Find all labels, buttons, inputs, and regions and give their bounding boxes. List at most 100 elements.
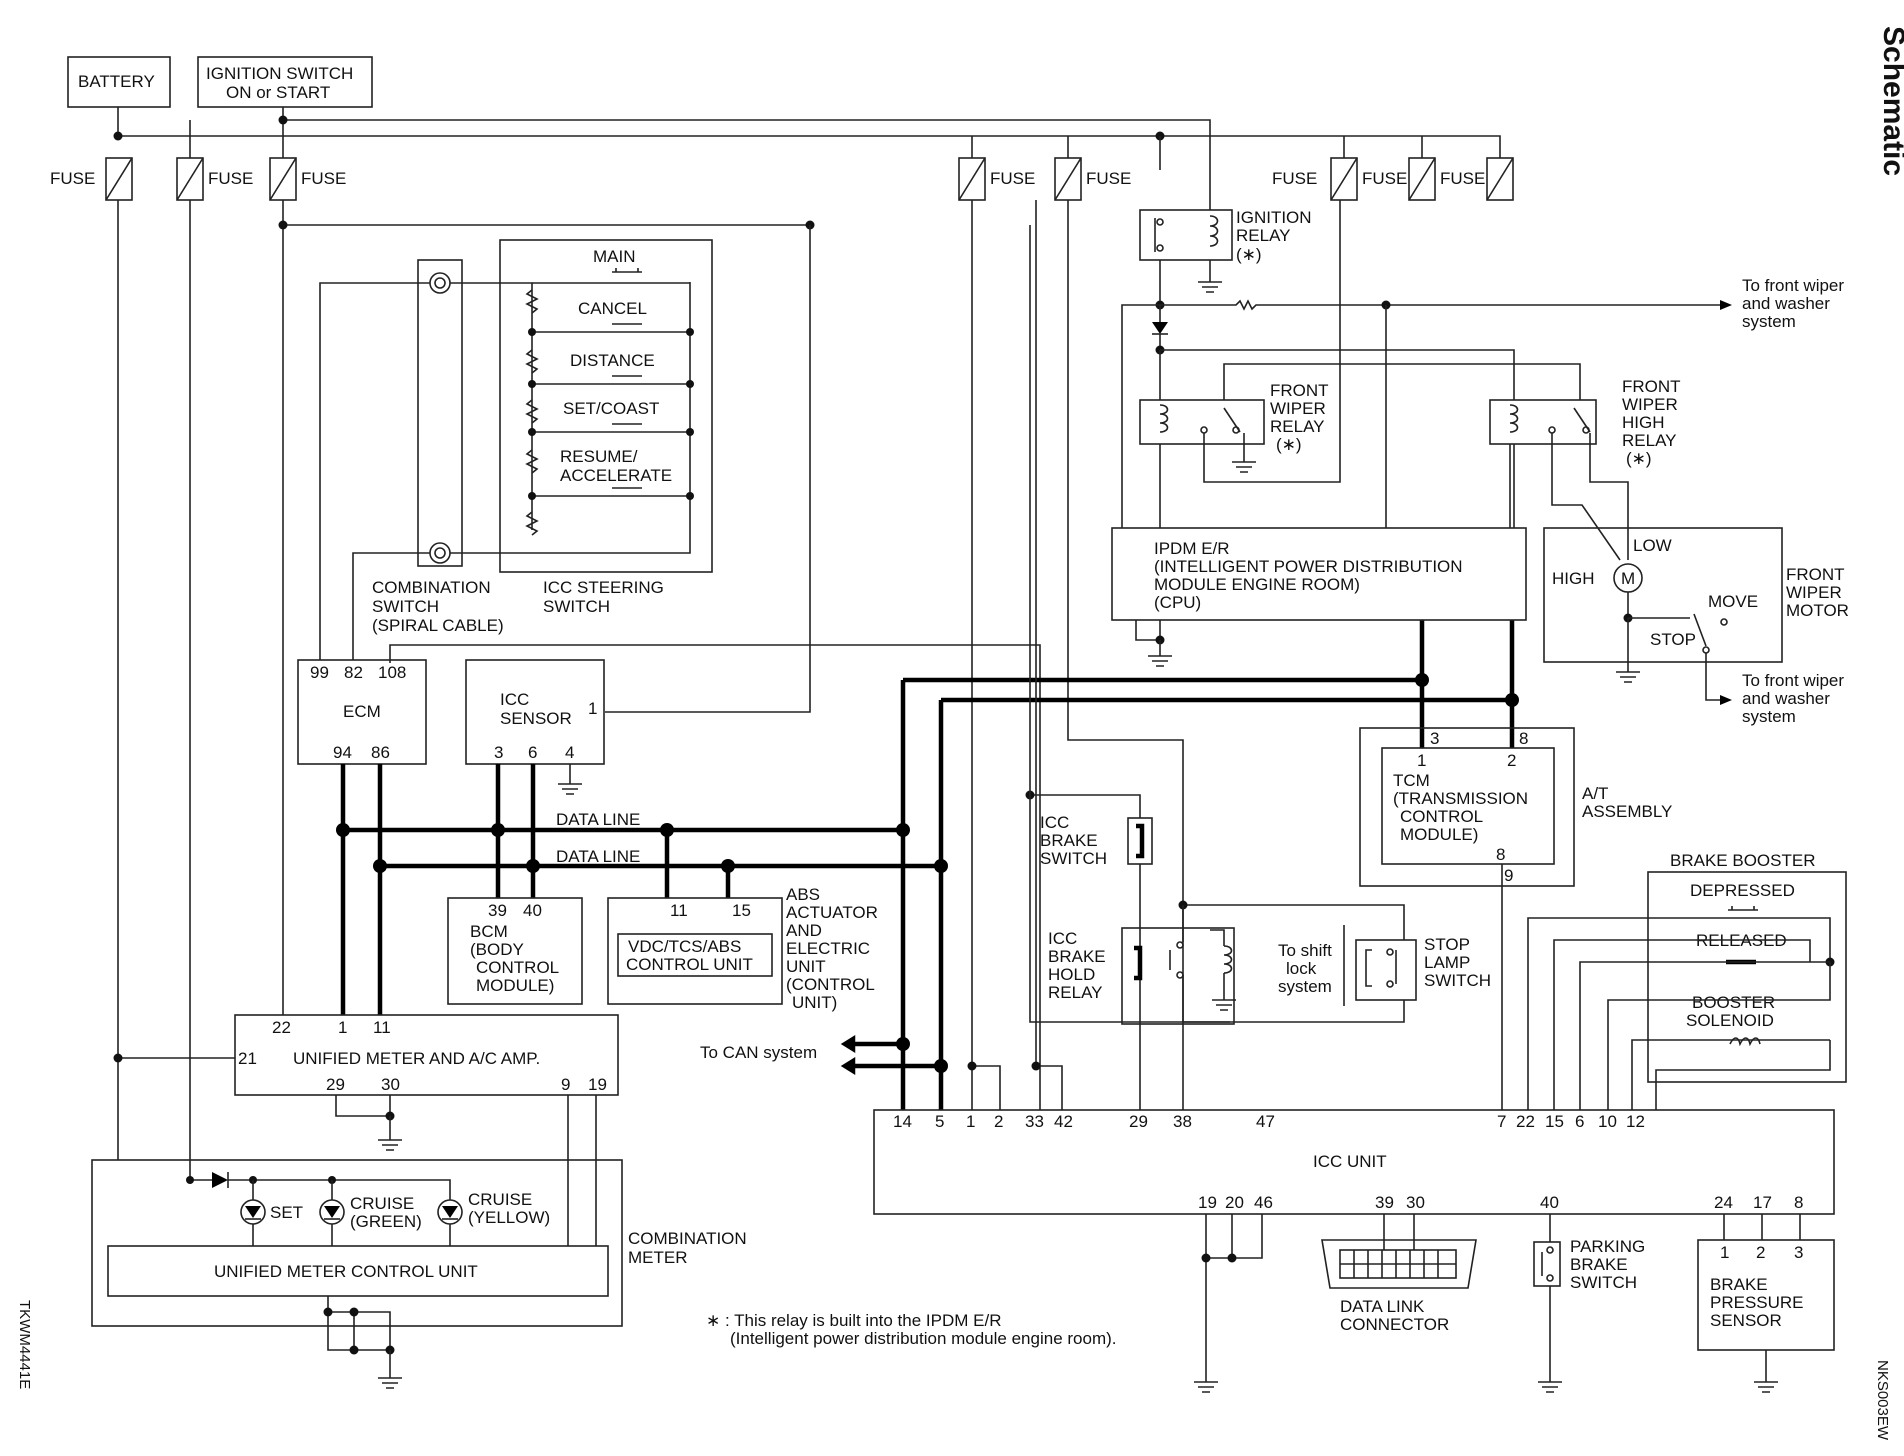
combo-switch-label-1: COMBINATION xyxy=(372,578,491,597)
ignition-relay: IGNITION RELAY (∗) xyxy=(1139,208,1312,264)
to-front-wiper-1-line-2: and washer xyxy=(1742,294,1830,313)
abs-pin-11: 11 xyxy=(670,901,688,920)
btn-accelerate: ACCELERATE xyxy=(560,466,672,485)
fuse-label-6: FUSE xyxy=(1272,169,1317,188)
to-front-wiper-1-line-1: To front wiper xyxy=(1742,276,1844,295)
bps-label-1: BRAKE xyxy=(1710,1275,1768,1294)
abs-box: 11 15 VDC/TCS/ABS CONTROL UNIT ABS ACTUA… xyxy=(607,885,878,1012)
shift-lock-label-1: To shift xyxy=(1278,941,1332,960)
icc-pin-6: 6 xyxy=(1575,1112,1584,1131)
icc-pin-17: 17 xyxy=(1753,1193,1772,1212)
bcm-pin-40: 40 xyxy=(523,901,542,920)
parking-label-1: PARKING xyxy=(1570,1237,1645,1256)
shift-lock-label-2: lock xyxy=(1286,959,1317,978)
combo-switch-label-3: (SPIRAL CABLE) xyxy=(372,616,504,635)
at-label-1: A/T xyxy=(1582,784,1608,803)
icc-unit-label: ICC UNIT xyxy=(1313,1152,1387,1171)
wiper-relay-label-4: (∗) xyxy=(1276,435,1302,454)
to-front-wiper-1-line-3: system xyxy=(1742,312,1796,331)
ignition-label-2: ON or START xyxy=(226,83,330,102)
amp-pin-19: 19 xyxy=(588,1075,607,1094)
amp-pin-1: 1 xyxy=(338,1018,347,1037)
at-pin-8-outer: 8 xyxy=(1519,729,1528,748)
icc-pin-14: 14 xyxy=(893,1112,912,1131)
tcm-label-1: TCM xyxy=(1393,771,1430,790)
abs-label-6: (CONTROL xyxy=(786,975,875,994)
wiper-relay-label-3: RELAY xyxy=(1270,417,1325,436)
ecm-pin-86: 86 xyxy=(371,743,390,762)
motor-low: LOW xyxy=(1633,536,1672,555)
bps-label-3: SENSOR xyxy=(1710,1311,1782,1330)
icc-pin-12: 12 xyxy=(1626,1112,1645,1131)
battery-label: BATTERY xyxy=(78,72,155,91)
abs-label-7: UNIT) xyxy=(792,993,837,1012)
brake-switch-label-1: ICC xyxy=(1040,813,1069,832)
ipdm-er-box: IPDM E/R (INTELLIGENT POWER DISTRIBUTION… xyxy=(1111,527,1527,621)
icc-sensor-box: ICC SENSOR 1 3 6 4 xyxy=(465,659,605,765)
icc-pin-33: 33 xyxy=(1025,1112,1044,1131)
brake-booster-title: BRAKE BOOSTER xyxy=(1670,851,1815,870)
bps-pin-3: 3 xyxy=(1794,1243,1803,1262)
at-pin-2: 2 xyxy=(1507,751,1516,770)
icc-pin-47: 47 xyxy=(1256,1112,1275,1131)
wiper-relay-label-2: WIPER xyxy=(1270,399,1326,418)
icc-pin-15: 15 xyxy=(1545,1112,1564,1131)
icc-pin-2: 2 xyxy=(994,1112,1003,1131)
front-wiper-relay: FRONT WIPER RELAY (∗) xyxy=(1139,381,1329,454)
brake-switch-label-3: SWITCH xyxy=(1040,849,1107,868)
front-wiper-high-relay: FRONT WIPER HIGH RELAY (∗) xyxy=(1489,377,1681,468)
icc-pin-1: 1 xyxy=(966,1112,975,1131)
parking-label-3: SWITCH xyxy=(1570,1273,1637,1292)
hold-relay-label-4: RELAY xyxy=(1048,983,1103,1002)
icc-unit: ICC UNIT 14 5 1 2 33 42 29 38 47 7 22 15… xyxy=(873,1109,1835,1215)
icc-pin-8: 8 xyxy=(1794,1193,1803,1212)
btn-set-coast: SET/COAST xyxy=(563,399,659,418)
brake-pressure-sensor: 1 2 3 BRAKE PRESSURE SENSOR xyxy=(1697,1239,1835,1351)
icc-sensor-pin-3: 3 xyxy=(494,743,503,762)
motor-stop: STOP xyxy=(1650,630,1696,649)
at-pin-3: 3 xyxy=(1430,729,1439,748)
amp-label: UNIFIED METER AND A/C AMP. xyxy=(293,1049,540,1068)
cruise-yellow-label-2: (YELLOW) xyxy=(468,1208,550,1227)
high-relay-label-3: HIGH xyxy=(1622,413,1665,432)
wiper-relay-label-1: FRONT xyxy=(1270,381,1329,400)
can-label: To CAN system xyxy=(700,1043,817,1062)
motor-move: MOVE xyxy=(1708,592,1758,611)
booster-depressed: DEPRESSED xyxy=(1690,881,1795,900)
dlc-label-1: DATA LINK xyxy=(1340,1297,1425,1316)
bps-pin-1: 1 xyxy=(1720,1243,1729,1262)
icc-sensor-pin-4: 4 xyxy=(565,743,574,762)
ipdm-label-1: IPDM E/R xyxy=(1154,539,1230,558)
at-pin-8: 8 xyxy=(1496,845,1505,864)
ipdm-label-3: MODULE ENGINE ROOM) xyxy=(1154,575,1360,594)
abs-label-3: AND xyxy=(786,921,822,940)
amp-pin-29: 29 xyxy=(326,1075,345,1094)
icc-brake-hold-relay: ICC BRAKE HOLD RELAY xyxy=(1048,927,1235,1025)
booster-solenoid-1: BOOSTER xyxy=(1692,993,1775,1012)
abs-inner-1: VDC/TCS/ABS xyxy=(628,937,741,956)
bps-label-2: PRESSURE xyxy=(1710,1293,1804,1312)
motor-label-3: MOTOR xyxy=(1786,601,1849,620)
front-wiper-motor: M LOW HIGH MOVE STOP FRONT WIPER MOTOR xyxy=(1543,527,1849,663)
combination-meter: UNIFIED METER CONTROL UNIT COMBINATION M… xyxy=(91,1159,747,1327)
icc-pin-29: 29 xyxy=(1129,1112,1148,1131)
fuse-label-1: FUSE xyxy=(50,169,95,188)
to-front-wiper-2-line-2: and washer xyxy=(1742,689,1830,708)
combo-switch-label-2: SWITCH xyxy=(372,597,439,616)
icc-pin-19: 19 xyxy=(1198,1193,1217,1212)
battery-box: BATTERY xyxy=(67,56,171,108)
abs-label-5: UNIT xyxy=(786,957,826,976)
ignition-relay-label-3: (∗) xyxy=(1236,245,1262,264)
high-relay-label-4: RELAY xyxy=(1622,431,1677,450)
amp-pin-9: 9 xyxy=(561,1075,570,1094)
parking-label-2: BRAKE xyxy=(1570,1255,1628,1274)
bcm-label-2: (BODY xyxy=(470,940,524,959)
high-relay-label-2: WIPER xyxy=(1622,395,1678,414)
icc-switch-label-1: ICC STEERING xyxy=(543,578,664,597)
code-right: NKS003EW xyxy=(1874,1360,1891,1441)
high-relay-label-5: (∗) xyxy=(1626,449,1652,468)
ecm-pin-82: 82 xyxy=(344,663,363,682)
icc-brake-switch: ICC BRAKE SWITCH xyxy=(1030,794,1153,868)
bcm-box: 39 40 BCM (BODY CONTROL MODULE) xyxy=(447,897,583,1005)
